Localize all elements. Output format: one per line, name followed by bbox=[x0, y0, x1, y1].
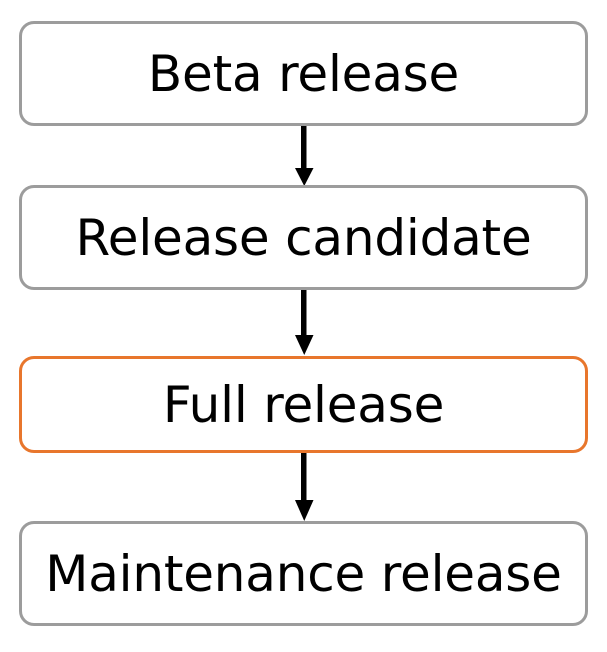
arrow-full-release-to-maintenance-release bbox=[295, 452, 314, 521]
node-maintenance-release[interactable]: Maintenance release bbox=[19, 521, 588, 626]
arrow-beta-to-release-candidate bbox=[295, 124, 314, 186]
node-label-release-candidate: Release candidate bbox=[75, 208, 532, 267]
node-full-release[interactable]: Full release bbox=[19, 356, 588, 453]
node-label-beta-release: Beta release bbox=[147, 44, 460, 103]
node-release-candidate[interactable]: Release candidate bbox=[19, 185, 588, 290]
node-label-full-release: Full release bbox=[162, 375, 445, 434]
arrow-release-candidate-to-full-release bbox=[295, 289, 314, 355]
node-label-maintenance-release: Maintenance release bbox=[45, 544, 562, 603]
node-beta-release[interactable]: Beta release bbox=[19, 21, 588, 126]
